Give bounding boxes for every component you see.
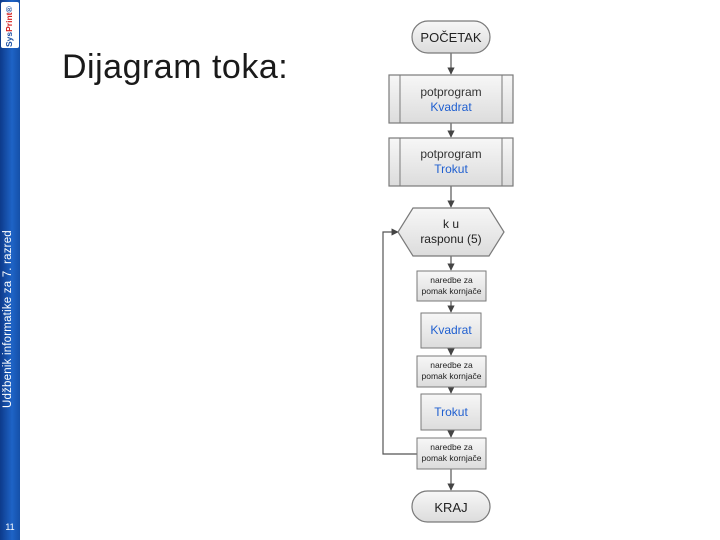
book-title-vertical: Udžbenik informatike za 7. razred	[2, 230, 14, 408]
subprogram-trokut-line1: potprogram	[420, 147, 481, 161]
turtle-commands-3-line2: pomak kornjače	[421, 453, 481, 463]
loop-back-arrow	[382, 228, 417, 455]
flow-connectors	[382, 53, 455, 491]
loop-hexagon: k u rasponu (5)	[397, 207, 505, 257]
start-label: POČETAK	[420, 30, 481, 45]
loop-line2: rasponu (5)	[420, 232, 481, 246]
turtle-commands-2-line1: naredbe za	[430, 360, 473, 370]
subprogram-kvadrat-line2: Kvadrat	[430, 100, 472, 114]
start-terminator: POČETAK	[411, 20, 491, 54]
publisher-logo: SysPrint®	[1, 2, 19, 48]
call-kvadrat-label: Kvadrat	[430, 323, 472, 337]
call-trokut: Trokut	[420, 393, 482, 431]
page-title: Dijagram toka:	[62, 48, 289, 86]
slide-number: 11	[5, 522, 15, 532]
turtle-commands-1: naredbe za pomak kornjače	[416, 270, 487, 302]
turtle-commands-1-line2: pomak kornjače	[421, 286, 481, 296]
end-terminator: KRAJ	[411, 490, 491, 523]
turtle-commands-3: naredbe za pomak kornjače	[416, 437, 487, 470]
subprogram-trokut: potprogram Trokut	[388, 137, 514, 187]
subprogram-kvadrat: potprogram Kvadrat	[388, 74, 514, 124]
subprogram-trokut-line2: Trokut	[434, 162, 468, 176]
call-trokut-label: Trokut	[434, 405, 468, 419]
turtle-commands-2: naredbe za pomak kornjače	[416, 355, 487, 388]
sidebar: SysPrint® Udžbenik informatike za 7. raz…	[0, 0, 20, 540]
publisher-logo-text: SysPrint®	[4, 6, 14, 47]
end-label: KRAJ	[434, 500, 467, 515]
loop-line1: k u	[443, 217, 459, 231]
flowchart: POČETAK potprogram Kvadrat potprogram Tr…	[382, 20, 514, 523]
turtle-commands-1-line1: naredbe za	[430, 275, 473, 285]
turtle-commands-3-line1: naredbe za	[430, 442, 473, 452]
subprogram-kvadrat-line1: potprogram	[420, 85, 481, 99]
turtle-commands-2-line2: pomak kornjače	[421, 371, 481, 381]
call-kvadrat: Kvadrat	[420, 312, 482, 349]
